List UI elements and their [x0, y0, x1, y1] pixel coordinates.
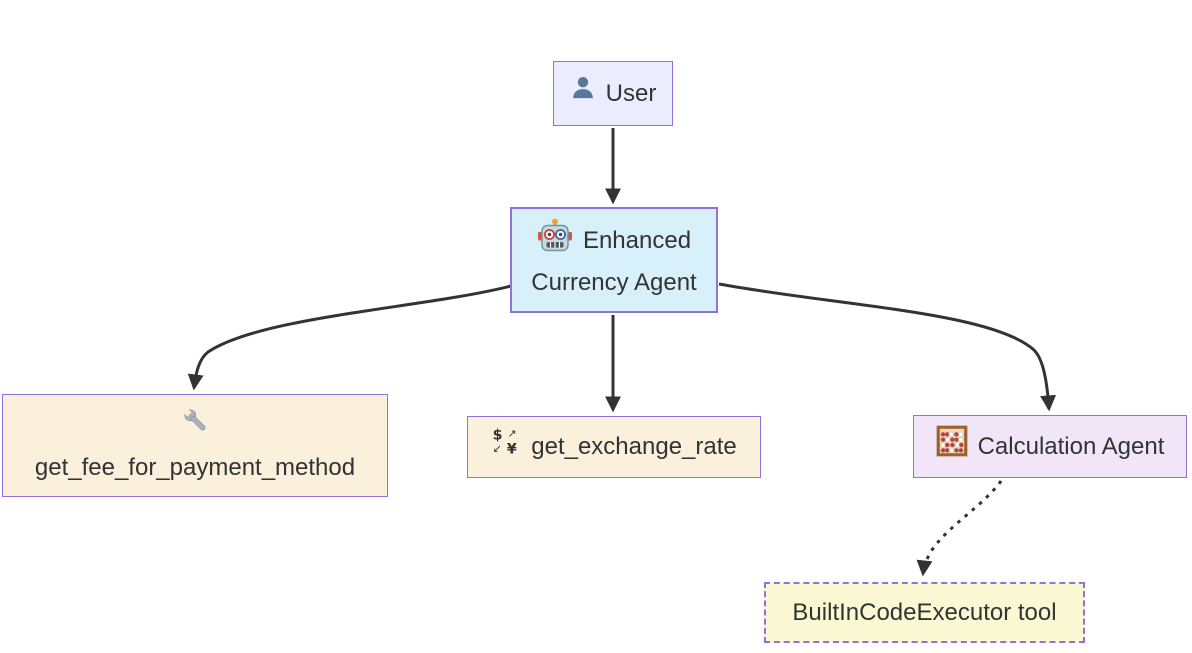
node-get-exchange-rate: $ ↙ ↗ ¥ get_exchange_rate — [467, 416, 761, 478]
currency-exchange-icon: $ ↙ ↗ ¥ — [491, 426, 521, 467]
svg-text:¥: ¥ — [507, 442, 517, 457]
svg-text:↙: ↙ — [493, 442, 502, 455]
node-builtincodeexecutor-tool: BuiltInCodeExecutor tool — [764, 582, 1085, 643]
edge-agent-to-get-fee — [187, 284, 512, 391]
robot-icon — [537, 218, 573, 263]
node-enhanced-currency-agent: Enhanced Currency Agent — [510, 207, 718, 313]
node-get-fee-for-payment-method-label: get_fee_for_payment_method — [34, 453, 356, 481]
svg-text:$: $ — [493, 428, 503, 444]
abacus-icon — [936, 425, 968, 468]
edge-calculation-agent-to-executor — [916, 480, 1003, 577]
node-enhanced-currency-agent-label: Enhanced Currency Agent — [531, 227, 697, 297]
node-builtincodeexecutor-tool-label: BuiltInCodeExecutor tool — [792, 598, 1057, 626]
node-user-label: User — [605, 79, 657, 107]
node-user: User — [553, 61, 673, 126]
node-calculation-agent-label: Calculation Agent — [977, 432, 1165, 460]
node-get-exchange-rate-label: get_exchange_rate — [531, 433, 737, 461]
svg-text:↗: ↗ — [508, 427, 517, 440]
node-calculation-agent: Calculation Agent — [913, 415, 1187, 478]
wrench-icon — [180, 405, 210, 446]
edge-agent-to-calculation-agent — [718, 282, 1057, 412]
node-get-fee-for-payment-method: get_fee_for_payment_method — [2, 394, 388, 497]
bust-in-silhouette-icon — [570, 75, 596, 112]
